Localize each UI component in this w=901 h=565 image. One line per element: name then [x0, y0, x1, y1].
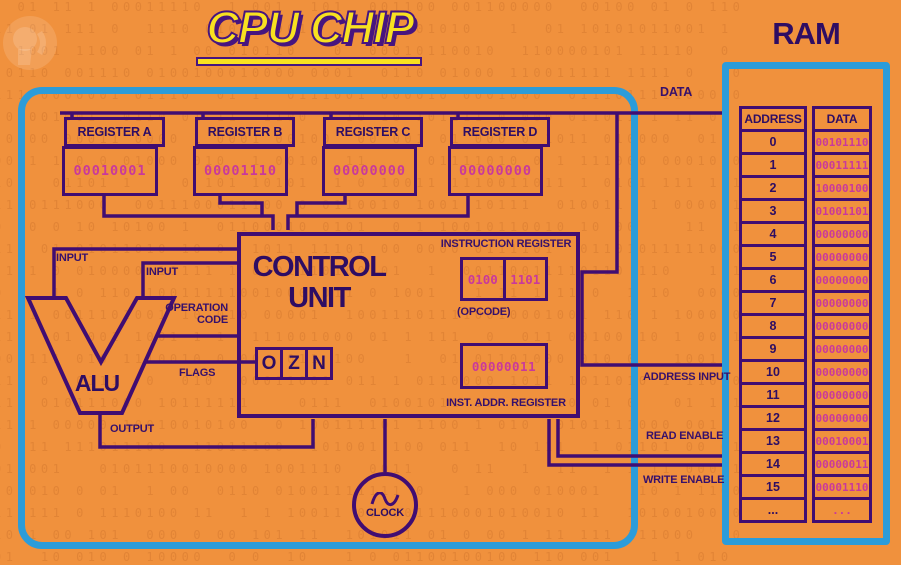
alu-shape: [24, 296, 178, 415]
inst-addr-register-box: 00000011: [460, 343, 548, 389]
alu-label: ALU: [74, 370, 120, 396]
wire-address-input: [580, 113, 722, 367]
register-a-label: REGISTER A: [64, 117, 165, 147]
ram-row: ......: [739, 497, 872, 523]
register-b-label: REGISTER B: [195, 117, 295, 147]
wire-alu-output: [98, 413, 315, 449]
instruction-register-operand-cell: 1101: [510, 271, 541, 287]
register-d-value: 00000000: [448, 146, 543, 196]
ram-heading: RAM: [772, 16, 841, 51]
opcode-label: (OPCODE): [457, 306, 511, 318]
sine-wave-icon: [370, 491, 400, 506]
wire-register-a: [102, 195, 275, 230]
ram-address-cell: ...: [739, 497, 807, 523]
flag-n-cell: N: [305, 347, 333, 380]
inst-addr-register-label: INST. ADDR. REGISTER: [446, 397, 566, 409]
control-unit-box: [237, 232, 580, 418]
flag-o-cell: O: [255, 347, 283, 380]
output-label: OUTPUT: [110, 423, 155, 435]
wire-alu-input-b: [141, 261, 237, 300]
address-input-label: ADDRESS INPUT: [643, 371, 731, 383]
page-title: CPU CHIP: [205, 1, 415, 54]
wire-write-enable: [547, 419, 722, 467]
flags-label: FLAGS: [179, 367, 216, 379]
register-c-value: 00000000: [322, 146, 417, 196]
clock-label: CLOCK: [365, 506, 405, 519]
ram-data-cell: ...: [812, 497, 872, 523]
flag-z-cell: Z: [280, 347, 308, 380]
wire-alu-input-a: [52, 247, 237, 300]
register-c-label: REGISTER C: [323, 117, 423, 147]
wire-register-b: [218, 195, 264, 216]
clock: CLOCK: [352, 472, 418, 538]
data-bus-label: DATA: [660, 85, 693, 99]
instruction-register-opcode-cell: 0100: [463, 260, 506, 298]
pbs-logo: [3, 16, 57, 70]
ram-frame: [722, 62, 890, 545]
instruction-register-label: INSTRUCTION REGISTER: [440, 238, 572, 250]
alu-input-b-label: INPUT: [146, 266, 179, 278]
read-enable-label: READ ENABLE: [646, 430, 724, 442]
control-unit-title: CONTROL UNIT: [252, 251, 387, 314]
wire-register-bus-stubs: [70, 113, 460, 119]
instruction-register-box: 0100 1101: [460, 257, 548, 301]
operation-code-label: OPERATION CODE: [165, 302, 228, 326]
wire-read-enable: [556, 419, 722, 458]
ram-header-row: ADDRESS DATA: [739, 106, 872, 132]
wire-register-d: [286, 195, 470, 230]
cpu-chip-frame: [18, 87, 638, 549]
write-enable-label: WRITE ENABLE: [643, 474, 725, 486]
alu-input-a-label: INPUT: [56, 252, 89, 264]
register-d-label: REGISTER D: [450, 117, 550, 147]
wire-register-c: [295, 195, 347, 216]
register-a-value: 00010001: [62, 146, 158, 196]
register-b-value: 00001110: [193, 146, 288, 196]
title-underline: [196, 57, 422, 66]
